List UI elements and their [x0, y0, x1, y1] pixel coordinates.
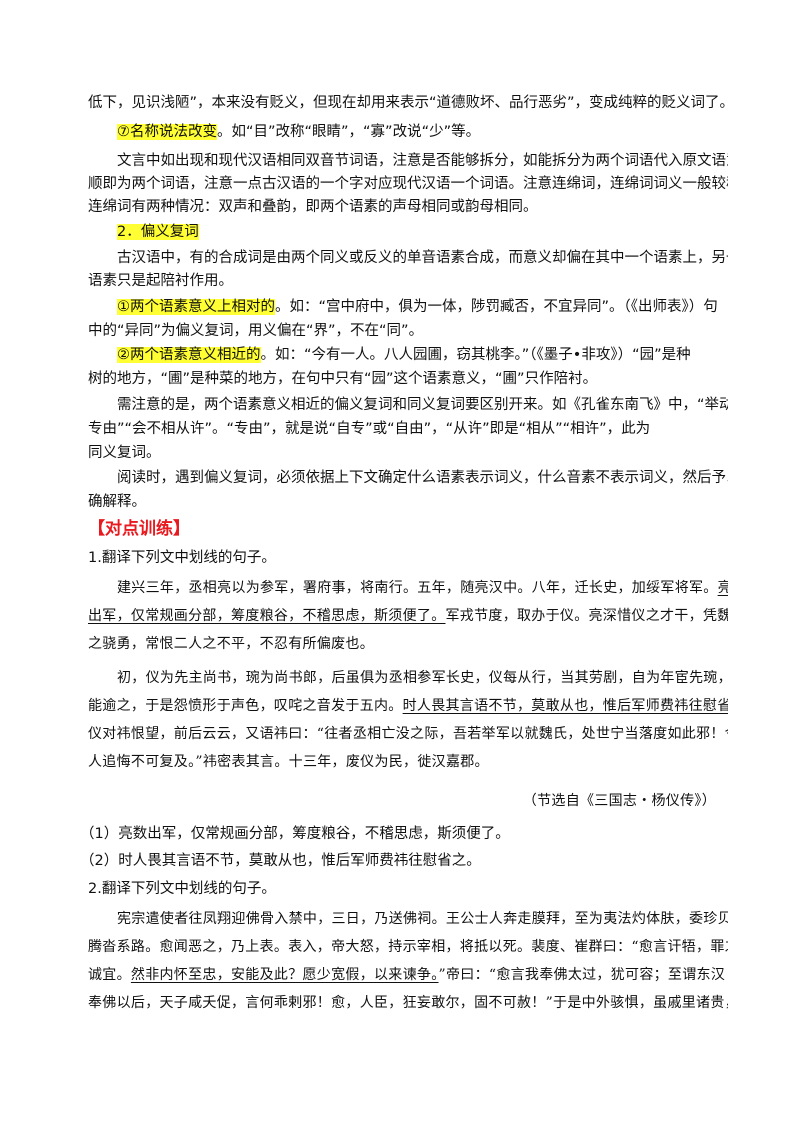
- text-line: ①两个语素意义上相对的。如：“宫中府中，俱为一体，陟罚臧否，不宜异同”。（《出师…: [117, 296, 728, 318]
- text-line: 语素只是起陪衬作用。: [88, 273, 233, 289]
- subheading-label: 2．偏义复词: [117, 224, 199, 240]
- passage-line: 宪宗遣使者往凤翔迎佛骨入禁中，三日，乃送佛祠。王公士人奔走膜拜，至为夷法灼体肤，…: [117, 911, 728, 927]
- underlined-sentence: 出军，仅常规画分部，筹度粮谷，不稽思虑，斯须便了。: [88, 608, 446, 624]
- highlight-term: ①两个语素意义上相对的: [117, 299, 275, 315]
- text-line: 顺即为两个词语，注意一点古汉语的一个字对应现代汉语一个词语。注意连绵词，连绵词词…: [88, 176, 728, 192]
- underlined-sentence: 亮数: [717, 580, 728, 596]
- text-span: 军戎节度，取办于仪。亮深惜仪之才干，凭魏延: [445, 608, 729, 624]
- subheading: 2．偏义复词: [117, 221, 728, 243]
- text-line: 同义复词。: [88, 445, 161, 461]
- passage-line: 仪对祎恨望，前后云云，又语祎曰：“往者丞相亡没之际，吾若举军以就魏氏，处世宁当落…: [88, 726, 728, 742]
- passage-line: 能逾之，于是怨愤形于声色，叹咤之音发于五内。时人畏其言语不节，莫敢从也，惟后军师…: [88, 695, 728, 717]
- text-line: 文言中如出现和现代汉语相同双音节词语，注意是否能够拆分，如能拆分为两个词语代入原…: [117, 153, 728, 169]
- highlight-term: ②两个语素意义相近的: [117, 347, 261, 363]
- question-prompt: 1.翻译下列文中划线的句子。: [88, 550, 276, 566]
- text-span: 。如：“今有一人。八人园圃，窃其桃李。”（《墨子•非攻》）“园”是种: [260, 347, 691, 363]
- text-line: 确解释。: [88, 494, 146, 510]
- text-line: 中的“异同”为偏义复词，用义偏在“界”，不在“同”。: [88, 323, 424, 339]
- text-line: 连绵词有两种情况：双声和叠韵，即两个语素的声母相同或韵母相同。: [88, 199, 538, 215]
- passage-line: 出军，仅常规画分部，筹度粮谷，不稽思虑，斯须便了。军戎节度，取办于仪。亮深惜仪之…: [88, 605, 728, 627]
- text-line: 古汉语中，有的合成词是由两个同义或反义的单音语素合成，而意义却偏在其中一个语素上…: [117, 250, 728, 266]
- underlined-sentence: 时人畏其言语不节，莫敢从也，惟后军师费祎往慰省之。: [402, 698, 728, 714]
- text-span: 诚宜。: [88, 967, 131, 983]
- answer-item: （2）时人畏其言语不节，莫敢从也，惟后军师费祎往慰省之。: [80, 853, 481, 869]
- text-line: 需注意的是，两个语素意义相近的偏义复词和同义复词要区别开来。如《孔雀东南飞》中，…: [117, 397, 728, 413]
- highlight-term: ⑦名称说法改变: [117, 124, 217, 140]
- passage-line: 奉佛以后，天子咸夭促，言何乖剌邪！愈，人臣，狂妄敢尔，固不可赦！”于是中外骇惧，…: [88, 995, 728, 1011]
- underlined-sentence: 然非内怀至忠，安能及此？愿少宽假，以来谏争。: [130, 967, 439, 983]
- text-line: 阅读时，遇到偏义复词，必须依据上下文确定什么语素表示词义，什么音素不表示词义，然…: [117, 470, 728, 486]
- passage-line: 腾沓系路。愈闻恶之，乃上表。表入，帝大怒，持示宰相，将抵以死。裴度、崔群曰：“愈…: [88, 939, 728, 955]
- passage-line: 诚宜。然非内怀至忠，安能及此？愿少宽假，以来谏争。”帝曰：“愈言我奉佛太过，犹可…: [88, 964, 728, 986]
- passage-line: 初，仪为先主尚书，琬为尚书郎，后虽俱为丞相参军长史，仪每从行，当其劳剧，自为年宦…: [117, 670, 728, 686]
- answer-item: （1）亮数出军，仅常规画分部，筹度粮谷，不稽思虑，斯须便了。: [80, 826, 510, 842]
- question-prompt: 2.翻译下列文中划线的句子。: [88, 881, 276, 897]
- text-line: 专由”“会不相从许”。“专由”，就是说“自专”或“自由”，“从许”即是“相从”“…: [88, 421, 651, 437]
- text-line: 低下，见识浅陋”，本来没有贬义，但现在却用来表示“道德败坏、品行恶劣”，变成纯粹…: [88, 95, 728, 111]
- passage-line: 建兴三年，丞相亮以为参军，署府事，将南行。五年，随亮汉中。八年，迁长史，加绥军将…: [117, 577, 728, 599]
- passage-line: 人追悔不可复及。”祎密表其言。十三年，废仪为民，徙汉嘉郡。: [88, 754, 489, 770]
- text-span: 。如“目”改称“眼睛”，“寡”改说“少”等。: [217, 124, 481, 140]
- text-line: ⑦名称说法改变。如“目”改称“眼睛”，“寡”改说“少”等。: [117, 121, 728, 143]
- text-span: ”帝曰：“愈言我奉佛太过，犹可容；至谓东汉: [438, 967, 726, 983]
- text-line: 树的地方，“圃”是种菜的地方，在句中只有“园”这个语素意义，“圃”只作陪衬。: [88, 371, 598, 387]
- passage-line: 之骁勇，常恨二人之不平，不忍有所偏废也。: [88, 636, 374, 652]
- text-span: 建兴三年，丞相亮以为参军，署府事，将南行。五年，随亮汉中。八年，迁长史，加绥军将…: [117, 580, 718, 596]
- section-title: 【对点训练】: [88, 519, 190, 539]
- text-span: 能逾之，于是怨愤形于声色，叹咤之音发于五内。: [88, 698, 403, 714]
- source-citation: （节选自《三国志・杨仪传》）: [522, 793, 716, 809]
- text-span: 。如：“宫中府中，俱为一体，陟罚臧否，不宜异同”。（《出师表》）句: [275, 299, 718, 315]
- text-line: ②两个语素意义相近的。如：“今有一人。八人园圃，窃其桃李。”（《墨子•非攻》）“…: [117, 344, 728, 366]
